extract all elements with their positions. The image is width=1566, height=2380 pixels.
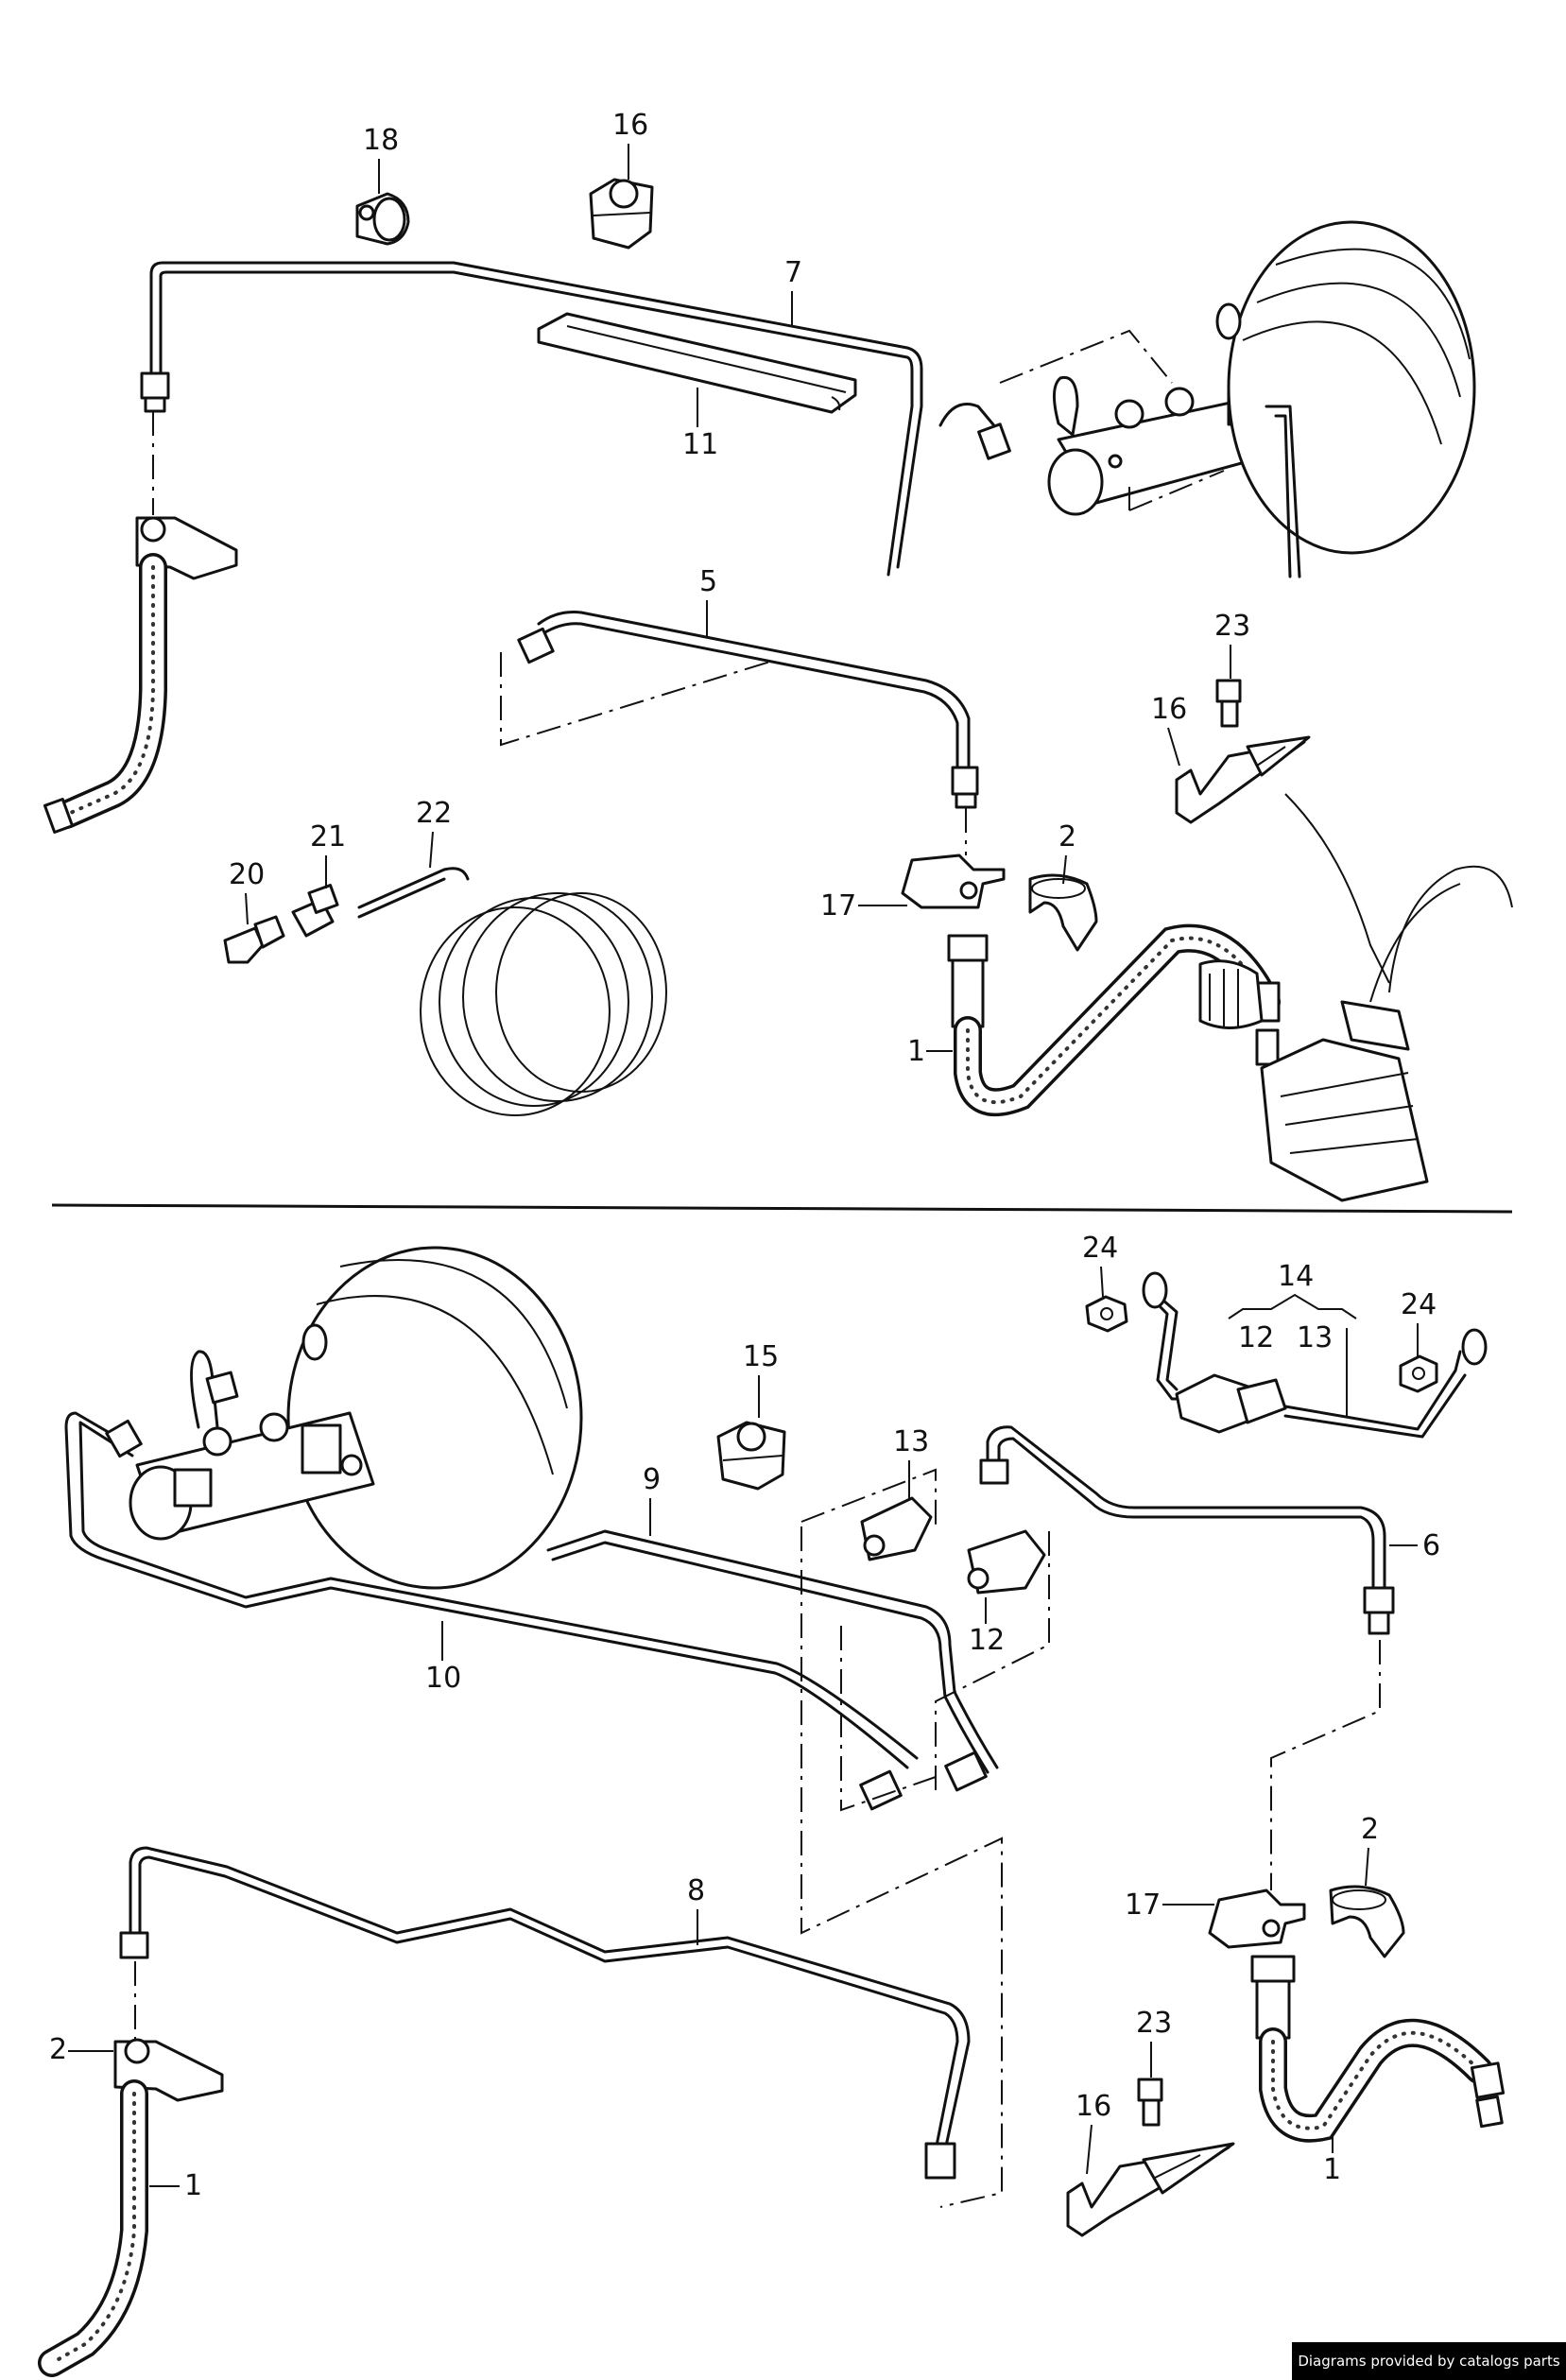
callout-15: 15	[743, 1340, 779, 1373]
callout-10: 10	[425, 1662, 461, 1695]
regulator-12-bottom	[967, 1529, 1046, 1595]
callout-14: 14	[1278, 1260, 1314, 1293]
brake-line-10	[64, 1411, 919, 1769]
bracket-17-top	[901, 854, 1006, 909]
callout-21: 21	[310, 820, 346, 854]
callout-6: 6	[1422, 1529, 1440, 1562]
callout-2-bottom-left: 2	[49, 2033, 67, 2066]
callout-labels: 18 16 7 11 5 23 16 22 21 20 2 17 1 24 14…	[49, 109, 1440, 2202]
callout-12-bottom: 12	[969, 1624, 1005, 1657]
callout-9: 9	[643, 1463, 661, 1496]
hose-1-top-left	[43, 516, 238, 835]
callout-1-bottom-left: 1	[184, 2169, 202, 2202]
credit-text: Diagrams provided by catalogs parts	[1298, 2353, 1560, 2370]
callout-16-top: 16	[612, 109, 648, 142]
callout-12-assembly: 12	[1238, 1321, 1274, 1354]
brake-booster-bottom	[286, 1246, 583, 1590]
bracket-16-bottom	[1066, 2142, 1235, 2237]
bracket-16-middle	[1175, 735, 1311, 824]
callout-22: 22	[416, 797, 452, 830]
brake-line-8	[119, 1846, 971, 2180]
callout-23-top: 23	[1214, 610, 1250, 643]
brake-booster-top	[1215, 220, 1476, 555]
callout-17-bottom: 17	[1125, 1888, 1161, 1922]
callout-5: 5	[699, 565, 717, 598]
bolt-23-top	[1215, 679, 1242, 728]
callout-2-bottom-right: 2	[1361, 1813, 1379, 1846]
callout-16-bottom: 16	[1076, 2090, 1111, 2123]
callout-24-right: 24	[1401, 1288, 1437, 1321]
master-cylinder-bottom	[129, 1350, 375, 1541]
clip-16-top	[589, 178, 654, 250]
callout-23-bottom: 23	[1136, 2007, 1172, 2040]
bolt-23-bottom	[1137, 2078, 1163, 2127]
brake-line-5	[517, 611, 979, 809]
callout-18: 18	[363, 124, 399, 157]
clip-2-top	[1028, 873, 1098, 952]
callout-1-top: 1	[907, 1035, 925, 1068]
callout-11: 11	[682, 428, 718, 461]
coil-line-22	[357, 867, 667, 1116]
callout-13-assembly: 13	[1297, 1321, 1333, 1354]
callout-7: 7	[784, 256, 802, 289]
clip-15	[716, 1421, 786, 1491]
regulator-13-bottom	[860, 1496, 933, 1561]
callout-13-bottom: 13	[893, 1425, 929, 1458]
callout-17-top: 17	[820, 889, 856, 923]
nut-24-right	[1399, 1354, 1438, 1393]
trim-strip-11	[537, 312, 857, 414]
clip-2-bottom	[1329, 1885, 1405, 1958]
hose-1-bottom-left	[38, 2038, 224, 2377]
section-divider	[51, 1203, 1513, 1214]
nut-24-left	[1085, 1295, 1128, 1333]
callout-2-top: 2	[1058, 820, 1076, 854]
callout-8: 8	[687, 1874, 705, 1907]
credit-badge[interactable]: Diagrams provided by catalogs parts	[1292, 2342, 1566, 2380]
callout-24-left: 24	[1082, 1232, 1118, 1265]
grommet-18	[355, 192, 410, 246]
bleeder-20	[223, 915, 285, 964]
hose-1-bottom-right	[1250, 1955, 1506, 2143]
callout-1-bottom-right: 1	[1323, 2153, 1341, 2186]
bracket-17-bottom	[1208, 1888, 1306, 1949]
union-21	[291, 884, 339, 938]
callout-16-middle: 16	[1151, 693, 1187, 726]
suspension-assembly	[1198, 793, 1513, 1202]
callout-20: 20	[229, 858, 265, 891]
brake-line-7	[140, 261, 923, 577]
assembly-14	[1142, 1271, 1488, 1439]
brake-line-9	[546, 1529, 999, 1774]
brake-line-6	[979, 1425, 1395, 1635]
